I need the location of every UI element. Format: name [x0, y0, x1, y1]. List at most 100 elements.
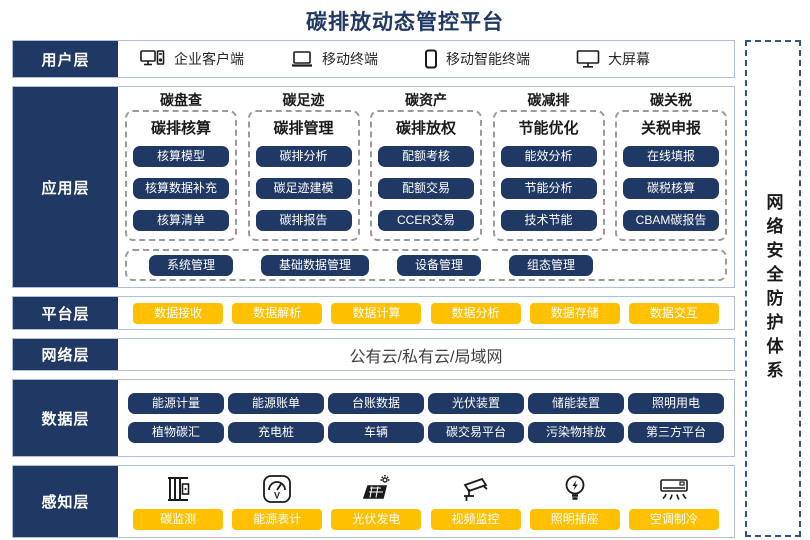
app-column-box: 关税申报 在线填报 碳税核算 CBAM碳报告 [615, 110, 727, 241]
data-source-button: 储能装置 [528, 393, 624, 414]
app-item-button: 核算数据补充 [133, 178, 229, 199]
big-screen-icon [576, 49, 600, 69]
light-bulb-icon [562, 472, 588, 504]
data-source-button: 充电桩 [228, 422, 324, 443]
app-column-box: 碳排核算 核算模型 核算数据补充 核算清单 [125, 110, 237, 241]
user-layer: 用户层 企业客户端 [12, 40, 735, 78]
app-column-carbon-footprint: 碳足迹 碳排管理 碳排分析 碳足迹建模 碳排报告 [247, 90, 360, 241]
user-device: 大屏幕 [576, 49, 650, 69]
security-sidebar: 网络安全防护体系 [745, 40, 801, 537]
sensor-item: 碳监测 [133, 472, 224, 530]
data-layer-label: 数据层 [13, 380, 118, 456]
app-column-header: 碳减排 [527, 92, 570, 108]
sensor-button: 碳监测 [133, 508, 224, 530]
management-button: 系统管理 [148, 254, 233, 276]
app-item-button: 配额考核 [378, 146, 474, 167]
app-item-button: 碳足迹建模 [255, 178, 352, 199]
app-item-button: 核算模型 [133, 146, 229, 167]
app-item-button: 碳税核算 [623, 178, 719, 199]
perception-layer-label: 感知层 [13, 466, 118, 537]
app-column-box: 碳排管理 碳排分析 碳足迹建模 碳排报告 [247, 110, 360, 241]
app-column-header: 碳关税 [650, 92, 692, 108]
platform-button: 数据解析 [232, 302, 323, 324]
app-column-subtitle: 关税申报 [640, 120, 701, 137]
management-button: 设备管理 [397, 254, 482, 276]
app-item-button: 能效分析 [500, 146, 597, 167]
application-layer-label: 应用层 [13, 87, 118, 287]
data-source-button: 台账数据 [328, 393, 424, 414]
sensor-item: 空调制冷 [628, 472, 719, 530]
app-item-button: 在线填报 [623, 146, 719, 167]
platform-layer: 平台层 数据接收 数据解析 数据计算 数据分析 数据存储 数据交互 [12, 296, 735, 330]
app-item-button: 配额交易 [378, 178, 474, 199]
sensor-item: 光伏发电 [331, 472, 422, 530]
solar-panel-icon [360, 472, 392, 504]
app-column-carbon-inventory: 碳盘查 碳排核算 核算模型 核算数据补充 核算清单 [125, 90, 237, 241]
security-sidebar-label: 网络安全防护体系 [763, 192, 783, 385]
platform-button: 数据计算 [331, 302, 422, 324]
data-row: 植物碳汇 充电桩 车辆 碳交易平台 污染物排放 第三方平台 [124, 422, 728, 443]
data-source-button: 照明用电 [628, 393, 724, 414]
desktop-pc-icon [140, 49, 166, 69]
app-column-header: 碳足迹 [282, 92, 325, 108]
user-device-label: 移动智能终端 [446, 51, 530, 67]
air-conditioner-icon [658, 472, 690, 504]
data-layer: 数据层 能源计量 能源账单 台账数据 光伏装置 储能装置 照明用电 植物碳汇 充… [12, 379, 735, 457]
user-layer-content: 企业客户端 移动终端 移动智能终端 [118, 41, 734, 77]
sensor-button: 光伏发电 [331, 508, 422, 530]
page-title: 碳排放动态管控平台 [306, 11, 504, 34]
management-button: 组态管理 [509, 254, 594, 276]
data-source-button: 能源账单 [228, 393, 324, 414]
app-item-button: 节能分析 [500, 178, 597, 199]
cctv-camera-icon [460, 472, 492, 504]
app-column-subtitle: 碳排核算 [150, 120, 211, 137]
platform-button: 数据分析 [430, 302, 521, 324]
user-device-label: 移动终端 [322, 51, 378, 67]
platform-layer-content: 数据接收 数据解析 数据计算 数据分析 数据存储 数据交互 [118, 297, 734, 329]
sensor-item: V 能源表计 [232, 472, 323, 530]
platform-layer-label: 平台层 [13, 297, 118, 329]
app-column-header: 碳盘查 [160, 92, 202, 108]
app-column-subtitle: 碳排放权 [395, 120, 456, 137]
app-column-carbon-asset: 碳资产 碳排放权 配额考核 配额交易 CCER交易 [370, 90, 482, 241]
user-device-label: 大屏幕 [608, 51, 650, 67]
sensor-button: 能源表计 [232, 508, 323, 530]
carbon-monitor-icon [163, 472, 193, 504]
sensor-button: 视频监控 [430, 508, 521, 530]
data-source-button: 污染物排放 [528, 422, 624, 443]
app-column-box: 碳排放权 配额考核 配额交易 CCER交易 [370, 110, 482, 241]
sensor-item: 视频监控 [430, 472, 521, 530]
user-device: 企业客户端 [140, 49, 244, 69]
app-item-button: 碳排报告 [255, 210, 352, 231]
app-column-header: 碳资产 [405, 92, 447, 108]
user-device: 移动智能终端 [424, 49, 530, 69]
network-layer: 网络层 公有云/私有云/局域网 [12, 338, 735, 371]
app-item-button: CCER交易 [378, 210, 474, 231]
sensor-button: 空调制冷 [628, 508, 719, 530]
energy-meter-icon: V [262, 472, 292, 504]
app-column-box: 节能优化 能效分析 节能分析 技术节能 [492, 110, 605, 241]
perception-layer: 感知层 碳监测 [12, 465, 735, 538]
app-item-button: 碳排分析 [255, 146, 352, 167]
app-item-button: 技术节能 [500, 210, 597, 231]
platform-button: 数据交互 [628, 302, 719, 324]
data-layer-content: 能源计量 能源账单 台账数据 光伏装置 储能装置 照明用电 植物碳汇 充电桩 车… [118, 380, 734, 456]
application-layer-content: 碳盘查 碳排核算 核算模型 核算数据补充 核算清单 碳足迹 碳排管理 碳排分析 [118, 87, 734, 287]
app-management-box: 系统管理 基础数据管理 设备管理 组态管理 [125, 249, 727, 281]
data-source-button: 车辆 [328, 422, 424, 443]
data-source-button: 碳交易平台 [428, 422, 524, 443]
sensor-button: 照明插座 [529, 508, 620, 530]
platform-button: 数据存储 [529, 302, 620, 324]
data-source-button: 光伏装置 [428, 393, 524, 414]
app-column-subtitle: 节能优化 [518, 120, 579, 137]
management-button: 基础数据管理 [260, 254, 369, 276]
svg-text:V: V [274, 490, 280, 500]
network-layer-content: 公有云/私有云/局域网 [118, 339, 734, 370]
application-layer: 应用层 碳盘查 碳排核算 核算模型 核算数据补充 核算清单 碳足迹 [12, 86, 735, 288]
user-device-label: 企业客户端 [174, 51, 244, 67]
data-source-button: 第三方平台 [628, 422, 724, 443]
laptop-icon [290, 50, 314, 68]
user-layer-label: 用户层 [13, 41, 118, 77]
app-item-button: 核算清单 [133, 210, 229, 231]
app-column-carbon-reduction: 碳减排 节能优化 能效分析 节能分析 技术节能 [492, 90, 605, 241]
